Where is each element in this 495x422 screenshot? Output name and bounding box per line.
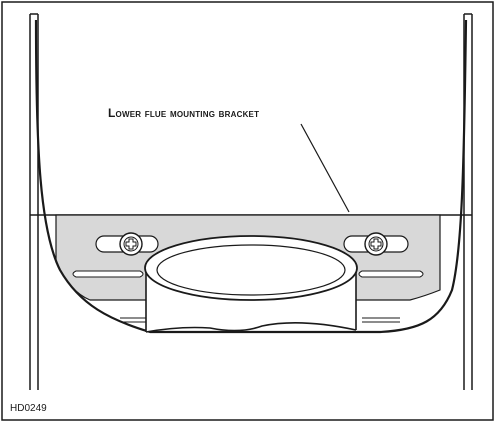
callout-leader-line [300,123,350,213]
callout-label: Lower flue mounting bracket [108,106,260,120]
left-screw-icon [119,232,143,256]
flue-pipe-bottom-edge [145,322,357,333]
left-cabinet-wall [29,13,39,390]
right-lower-slots [358,270,424,323]
heater-jacket-curve [34,19,468,334]
right-screw-icon [364,232,388,256]
right-cabinet-wall [463,13,473,390]
left-lower-slots [72,270,148,323]
figure-code: HD0249 [10,403,47,414]
flue-pipe-opening-inner [156,244,346,296]
